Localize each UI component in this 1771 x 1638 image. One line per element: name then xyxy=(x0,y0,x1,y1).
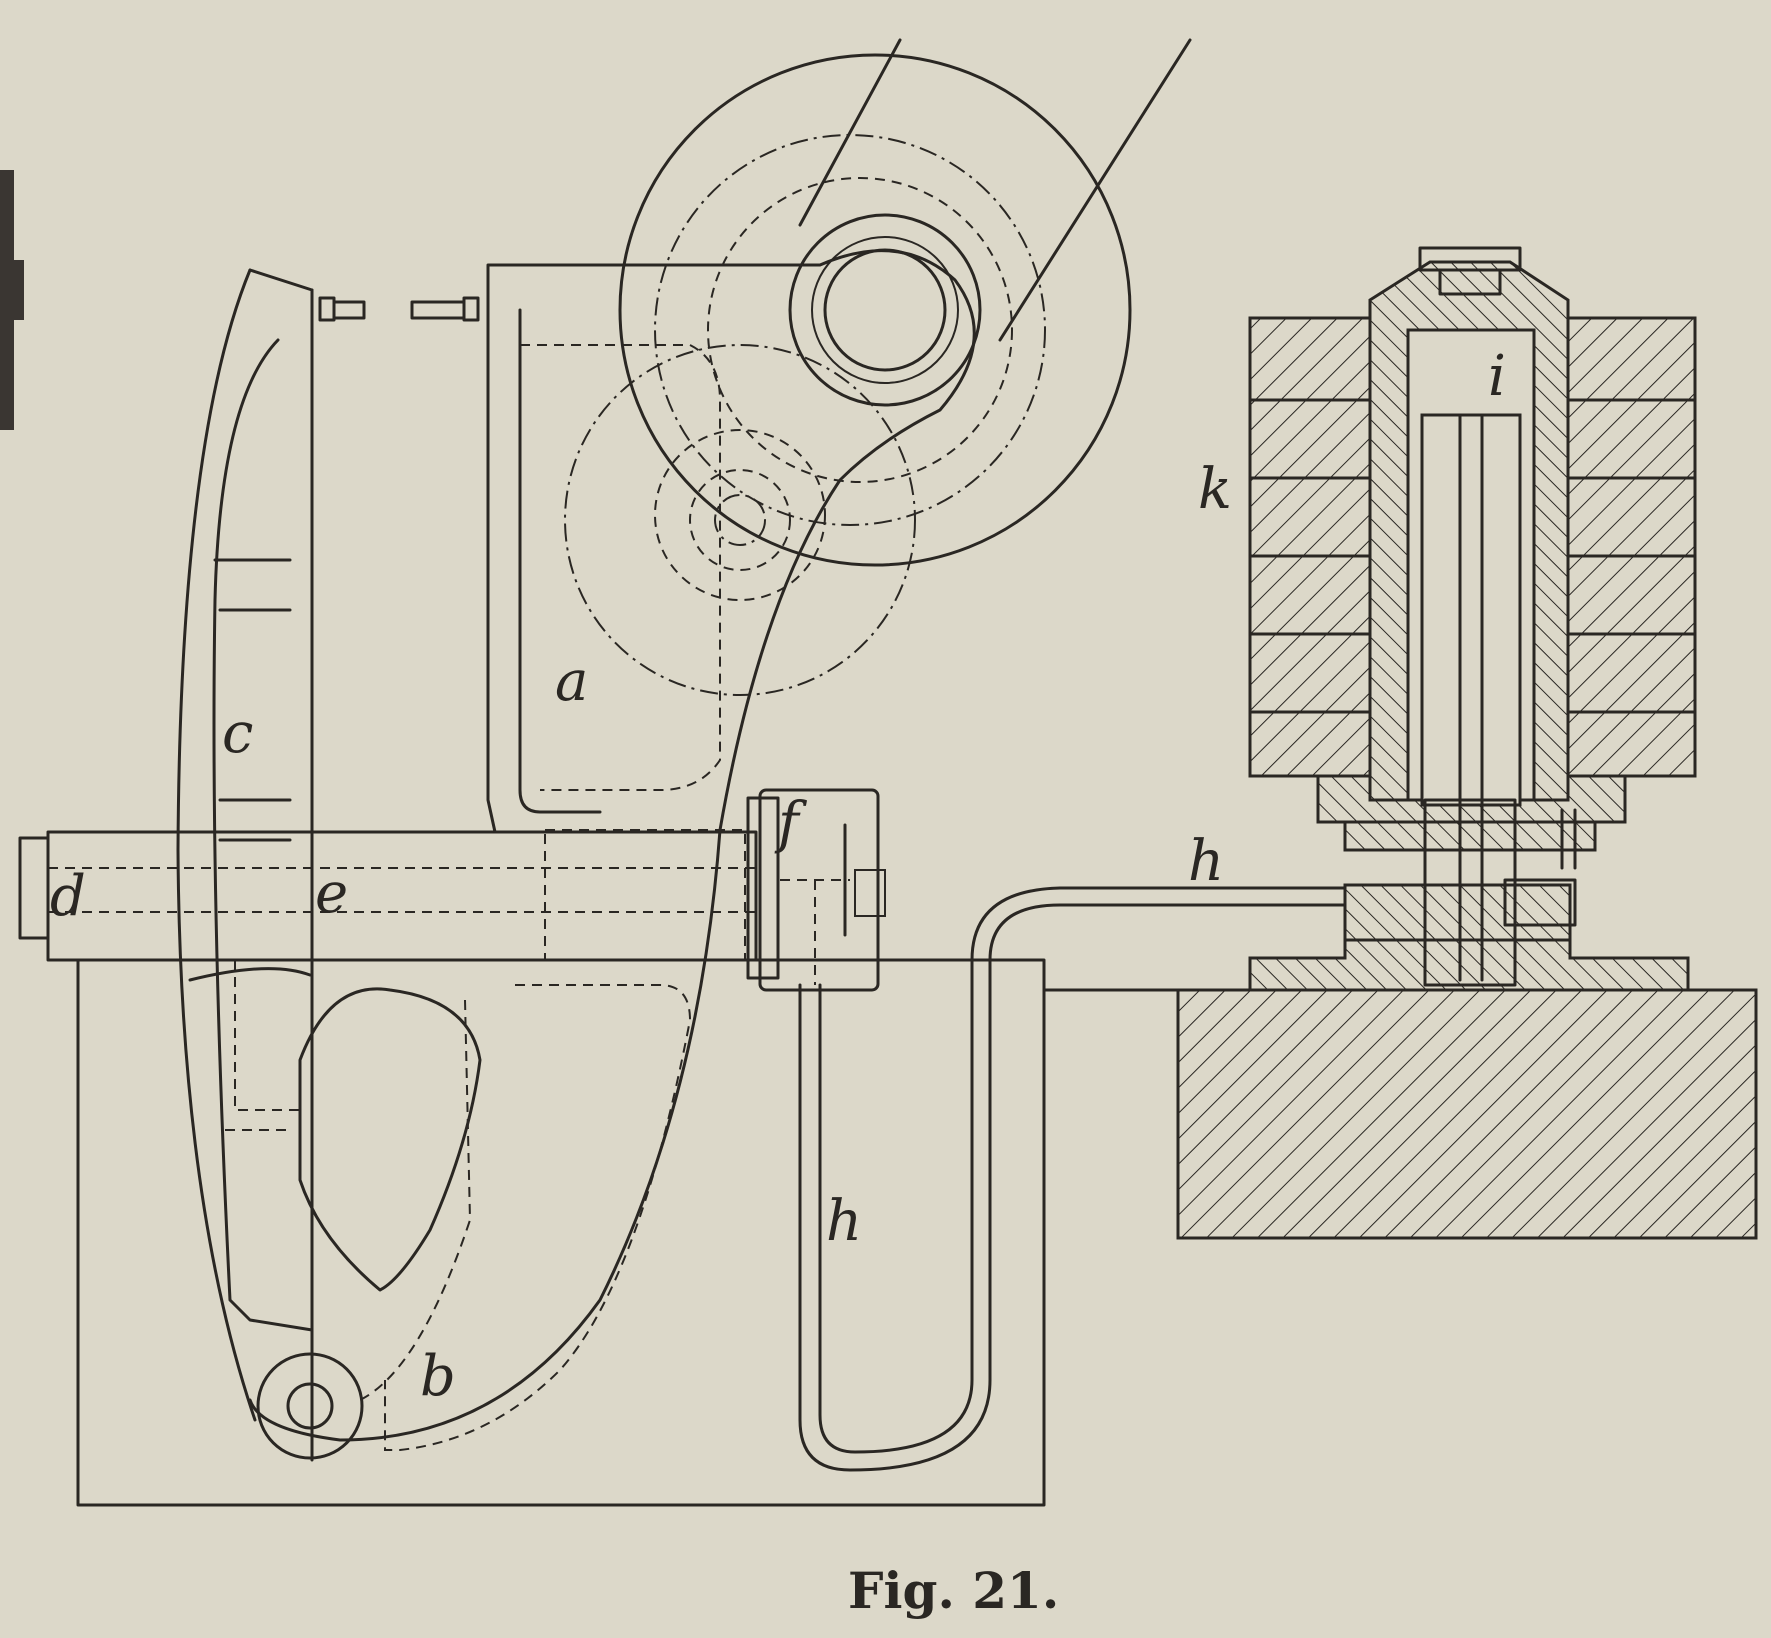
pipe-h xyxy=(798,886,1362,1472)
figure-caption: Fig. 21. xyxy=(848,1561,1059,1620)
lever-arm-a xyxy=(248,249,976,1451)
label-f: f xyxy=(774,791,808,856)
foundation-block xyxy=(1042,988,1758,1240)
label-k: k xyxy=(1198,457,1232,522)
label-h-bottom: h xyxy=(826,1189,862,1254)
base-box xyxy=(76,958,1046,1507)
swing-frame-c xyxy=(176,268,480,1462)
hub-f xyxy=(746,788,886,992)
left-edge-fragment xyxy=(0,170,24,430)
label-b: b xyxy=(420,1344,456,1409)
label-a: a xyxy=(555,649,588,714)
eccentric-circles xyxy=(564,38,1192,696)
label-i: i xyxy=(1488,344,1506,409)
label-c: c xyxy=(222,701,253,766)
shaft-e xyxy=(18,829,760,962)
coil-assembly xyxy=(1248,246,1697,992)
label-d: d xyxy=(50,864,86,929)
label-e: e xyxy=(315,861,348,926)
label-h-top: h xyxy=(1188,829,1224,894)
